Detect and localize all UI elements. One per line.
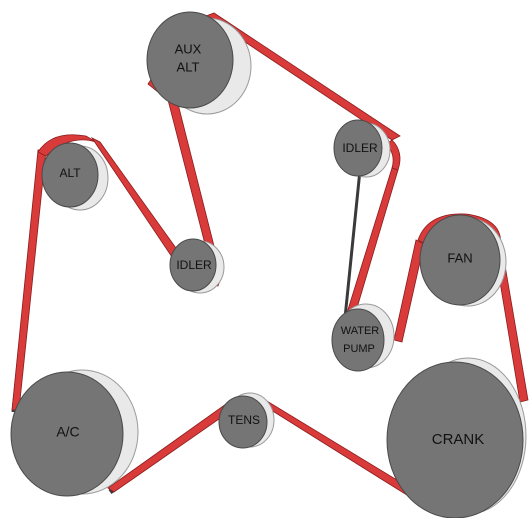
pulley-water-pump-label-line1: WATER — [341, 325, 380, 337]
pulley-alt: ALT — [41, 142, 109, 211]
pulley-fan-label: FAN — [447, 250, 472, 265]
pulley-idler-right-label: IDLER — [342, 141, 378, 155]
pulley-crank-face — [386, 361, 524, 518]
pulley-idler-left-label: IDLER — [176, 258, 212, 272]
pulley-tens-face — [218, 395, 268, 449]
belt-shadow-idler-wp — [343, 169, 362, 319]
pulley-fan-face — [419, 214, 501, 306]
pulley-tens-label: TENS — [228, 413, 260, 427]
pulley-water-pump-face — [331, 308, 385, 372]
pulley-aux-alt-face — [146, 11, 234, 109]
pulley-ac: A/C — [10, 369, 139, 497]
belt-span-waterpump-fan — [393, 239, 425, 343]
pulley-idler-right: IDLER — [333, 119, 391, 178]
pulley-alt-face — [41, 142, 99, 208]
belt-span-idlerleft-auxalt — [167, 95, 215, 249]
pulley-crank-label: CRANK — [432, 431, 485, 448]
belt-span-ac-alt — [11, 149, 47, 411]
pulley-fan: FAN — [419, 214, 507, 307]
pulley-water-pump: WATER PUMP — [331, 303, 395, 372]
belt-span-auxalt-idler — [205, 12, 401, 141]
pulley-crank: CRANK — [386, 357, 527, 518]
pulley-idler-right-face — [333, 119, 383, 177]
pulley-idler-left-face — [169, 238, 217, 292]
pulley-ac-face — [10, 371, 124, 497]
pulley-ac-label: A/C — [56, 424, 79, 440]
belt-span-alt-idlerleft — [90, 136, 187, 267]
pulley-alt-label: ALT — [59, 166, 81, 180]
pulley-aux-alt-label-line1: AUX — [175, 41, 202, 56]
pulley-aux-alt: AUX ALT — [146, 11, 252, 115]
pulley-water-pump-label-line2: PUMP — [343, 343, 375, 355]
pulley-idler-left: IDLER — [169, 238, 225, 294]
pulley-tens: TENS — [218, 392, 275, 449]
pulley-aux-alt-label-line2: ALT — [177, 59, 200, 74]
